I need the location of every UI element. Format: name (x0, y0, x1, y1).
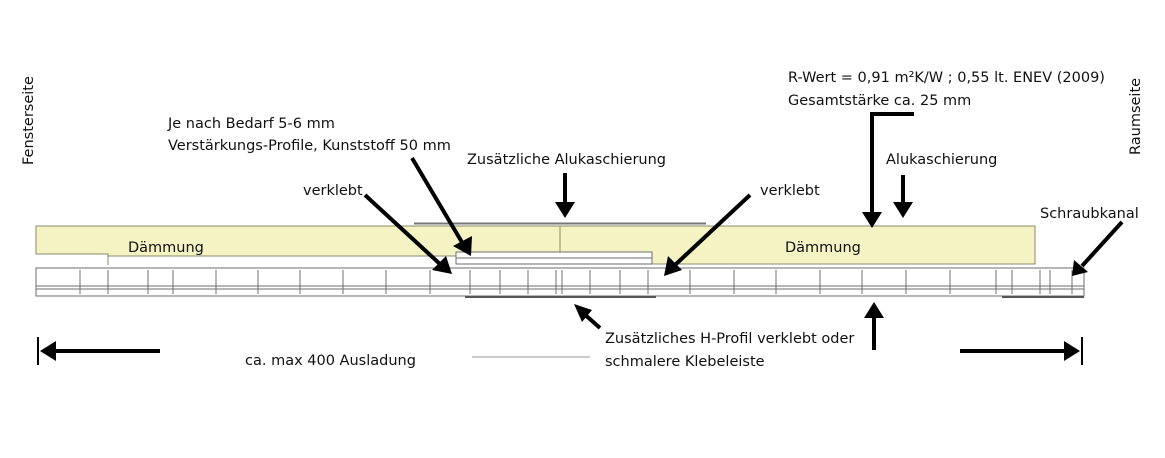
window-side-label: Fensterseite (21, 76, 37, 165)
notch-white (37, 255, 107, 265)
additional-alu-label: Zusätzliche Alukaschierung (467, 152, 666, 168)
reinforcement-label-line2: Verstärkungs-Profile, Kunststoff 50 mm (168, 138, 451, 154)
total-thickness-label: Gesamtstärke ca. 25 mm (788, 93, 971, 109)
glued-left-label: verklebt (303, 183, 363, 199)
glued-right-arrow (664, 193, 752, 276)
insulation-right-label: Dämmung (785, 240, 861, 256)
glued-right-label: verklebt (760, 183, 820, 199)
profile-chambers (79, 270, 1041, 294)
additional-alu-arrow (555, 173, 575, 218)
r-value-label: R-Wert = 0,91 m²K/W ; 0,55 lt. ENEV (200… (788, 70, 1105, 86)
reinforcement-label-line1: Je nach Bedarf 5-6 mm (167, 116, 335, 132)
h-profile-label-line2: schmalere Klebeleiste (605, 354, 765, 370)
screw-channel-label: Schraubkanal (1040, 206, 1139, 222)
reinforcement-profile (455, 251, 653, 265)
projection-label: ca. max 400 Ausladung (245, 353, 416, 369)
insulation-left-label: Dämmung (128, 240, 204, 256)
projection-dimension (37, 337, 1083, 365)
h-profile-arrow (574, 304, 602, 330)
hollow-chamber-profile (35, 267, 1085, 298)
reinforcement-arrow (410, 156, 472, 256)
up-arrow (864, 302, 884, 350)
h-profile-label-line1: Zusätzliches H-Profil verklebt oder (605, 331, 854, 347)
alu-label: Alukaschierung (886, 152, 997, 168)
screw-channel-arrow (1072, 220, 1124, 276)
total-thickness-arrow (862, 112, 914, 228)
glued-left-arrow (363, 193, 452, 274)
room-side-label: Raumseite (1128, 78, 1144, 155)
alu-arrow (893, 175, 913, 218)
